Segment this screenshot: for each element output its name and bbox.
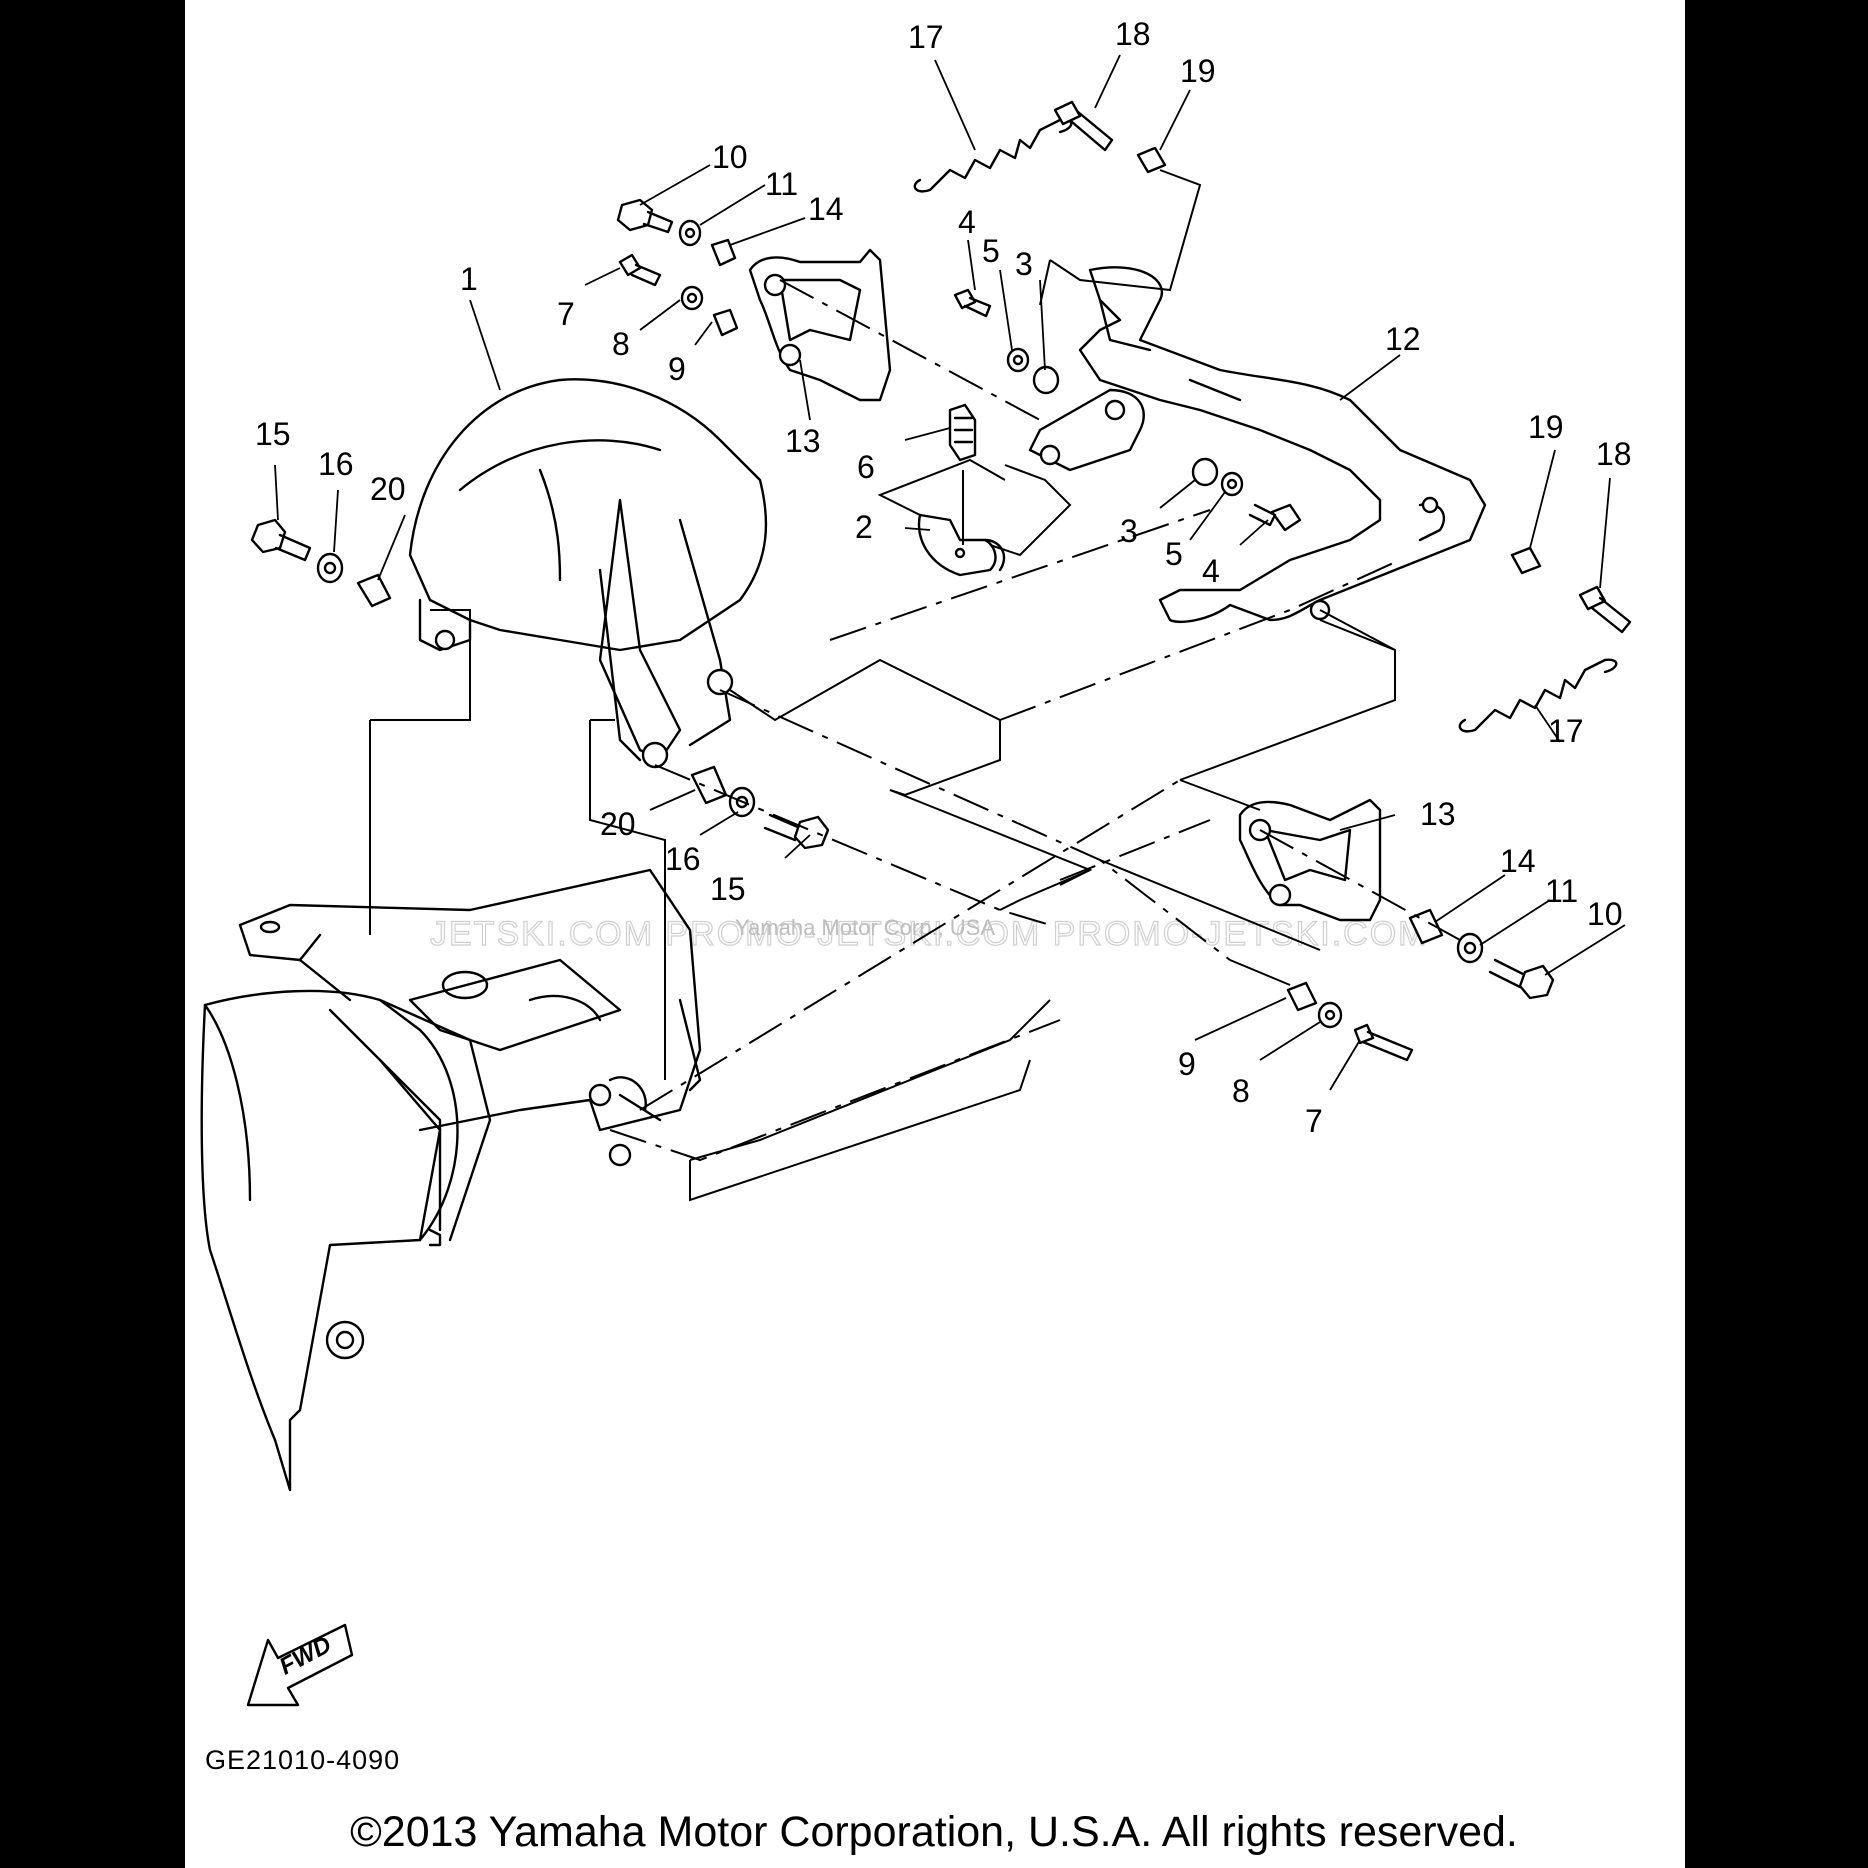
part-6-grease-nipple bbox=[948, 403, 977, 462]
collar-9-lower bbox=[1286, 981, 1318, 1012]
part-13-plate-upper bbox=[748, 248, 892, 402]
callout-10-upper: 10 bbox=[712, 139, 748, 175]
part-1-nozzle bbox=[408, 378, 768, 769]
pin-18-upper-head bbox=[1053, 100, 1082, 126]
callout-6: 6 bbox=[857, 449, 875, 485]
part-12-arm bbox=[1078, 266, 1487, 624]
copyright-notice: ©2013 Yamaha Motor Corporation, U.S.A. A… bbox=[350, 1808, 1518, 1856]
callout-18-upper: 18 bbox=[1115, 16, 1151, 52]
collar-3-upper bbox=[1032, 365, 1060, 395]
callout-5-upper: 5 bbox=[982, 233, 1000, 269]
callout-1: 1 bbox=[460, 261, 478, 297]
part-3-plate bbox=[1028, 388, 1145, 472]
callout-17-upper: 17 bbox=[908, 19, 944, 55]
callout-9-lower: 9 bbox=[1178, 1046, 1196, 1082]
callout-12: 12 bbox=[1385, 321, 1421, 357]
washer-11-lower bbox=[1456, 932, 1484, 964]
assembly-lines bbox=[369, 169, 1396, 1202]
callout-13-lower: 13 bbox=[1420, 796, 1456, 832]
collar-19-upper bbox=[1136, 146, 1167, 174]
collar-20-left bbox=[356, 573, 392, 608]
collar-9-upper bbox=[712, 308, 739, 337]
callout-18-lower: 18 bbox=[1596, 436, 1632, 472]
callout-13-upper: 13 bbox=[785, 423, 821, 459]
fwd-arrow-icon bbox=[246, 1623, 354, 1707]
callout-16-mid: 16 bbox=[665, 841, 701, 877]
callout-9-upper: 9 bbox=[668, 351, 686, 387]
callout-15-mid: 15 bbox=[710, 871, 746, 907]
callout-15-left: 15 bbox=[255, 416, 291, 452]
bolt-4-lower-head bbox=[1270, 503, 1302, 532]
bolt-15-left-head bbox=[250, 518, 287, 554]
dash-dot-centerlines bbox=[609, 279, 1461, 1162]
bolt-4-upper-head bbox=[953, 288, 977, 310]
washer-8-upper bbox=[680, 285, 704, 311]
callout-17-lower: 17 bbox=[1548, 713, 1584, 749]
callout-8-lower: 8 bbox=[1232, 1073, 1250, 1109]
diagram-code: GE21010-4090 bbox=[205, 1745, 401, 1775]
washer-11-upper bbox=[678, 219, 702, 247]
callout-10-lower: 10 bbox=[1587, 896, 1623, 932]
callout-4-lower: 4 bbox=[1202, 553, 1220, 589]
callout-3-lower: 3 bbox=[1120, 513, 1138, 549]
bolt-7-upper-head bbox=[618, 253, 642, 277]
jet-pump-housing bbox=[200, 868, 702, 1492]
callout-8-upper: 8 bbox=[612, 326, 630, 362]
spring-17-lower bbox=[1458, 658, 1618, 733]
collar-3-lower bbox=[1191, 457, 1219, 487]
callout-11-upper: 11 bbox=[765, 166, 798, 202]
fwd-arrow: FWD bbox=[246, 1623, 354, 1707]
washer-5-upper bbox=[1006, 347, 1030, 373]
callout-14-lower: 14 bbox=[1500, 843, 1536, 879]
hardware bbox=[250, 100, 1632, 1062]
collar-14-upper bbox=[710, 238, 737, 267]
collar-20-mid bbox=[690, 765, 728, 805]
spring-17-upper bbox=[913, 118, 1073, 193]
callout-20-left: 20 bbox=[370, 471, 406, 507]
bolt-10-lower-head bbox=[1518, 964, 1555, 1000]
bolt-7-lower-head bbox=[1353, 1023, 1375, 1045]
callout-20-mid: 20 bbox=[600, 806, 636, 842]
callout-11-lower: 11 bbox=[1545, 873, 1578, 909]
callout-19-upper: 19 bbox=[1180, 53, 1216, 89]
callout-7-lower: 7 bbox=[1305, 1103, 1323, 1139]
callout-7-upper: 7 bbox=[557, 296, 575, 332]
callout-16-left: 16 bbox=[318, 446, 354, 482]
callout-labels: 1 2 3 3 4 4 5 5 6 7 7 8 8 9 9 10 10 11 1… bbox=[255, 16, 1632, 1139]
leader-lines bbox=[274, 54, 1626, 1091]
washer-5-lower bbox=[1220, 471, 1244, 497]
washer-16-left bbox=[316, 552, 344, 584]
callout-3-upper: 3 bbox=[1015, 246, 1033, 282]
collar-14-lower bbox=[1408, 908, 1444, 945]
collar-19-lower bbox=[1510, 546, 1542, 575]
callout-2: 2 bbox=[855, 509, 873, 545]
callout-14-upper: 14 bbox=[808, 191, 844, 227]
callout-19-lower: 19 bbox=[1528, 409, 1564, 445]
callout-4-upper: 4 bbox=[958, 204, 976, 240]
part-13-plate-lower bbox=[1238, 798, 1382, 922]
callout-5-lower: 5 bbox=[1165, 536, 1183, 572]
watermark-owner-text: Yamaha Motor Corp., USA bbox=[735, 915, 995, 940]
washer-8-lower bbox=[1317, 1001, 1343, 1029]
